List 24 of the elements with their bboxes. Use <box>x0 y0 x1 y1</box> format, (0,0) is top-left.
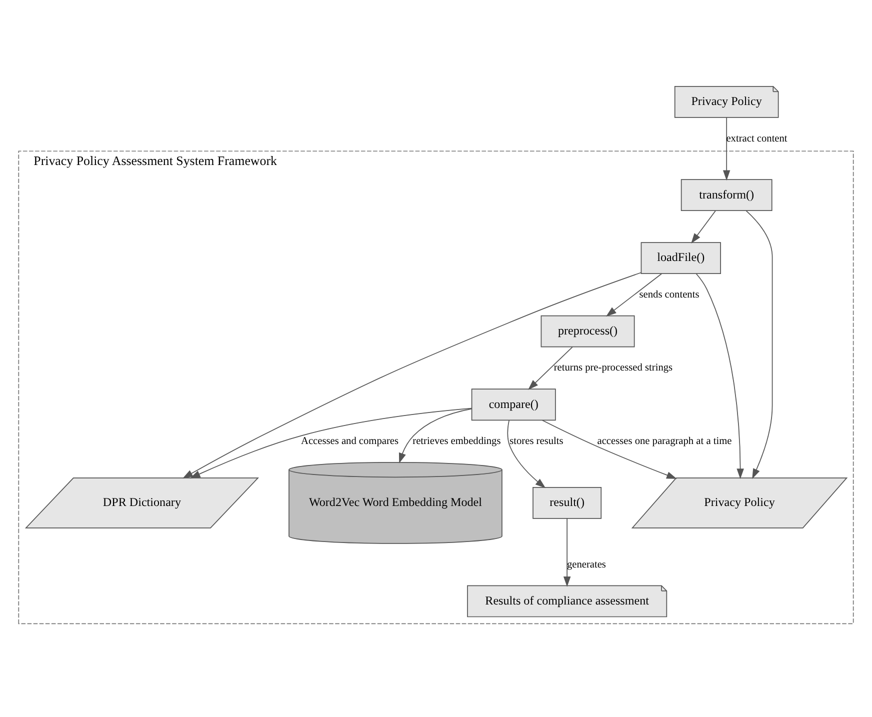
edge-label: retrieves embeddings <box>412 436 501 447</box>
arrow <box>691 210 716 244</box>
node-box: loadFile() <box>640 242 721 274</box>
arrow <box>182 272 642 479</box>
arrow <box>746 210 773 479</box>
edge-label: Accesses and compares <box>301 436 399 447</box>
edge-label: stores results <box>510 436 564 447</box>
edge-label: sends contents <box>639 289 700 300</box>
node-box: compare() <box>471 388 556 421</box>
arrow <box>563 518 571 587</box>
node-box: preprocess() <box>540 315 635 348</box>
node-box: result() <box>532 486 602 519</box>
arrow <box>190 408 472 478</box>
arrow <box>722 117 730 181</box>
edge-label: accesses one paragraph at a time <box>597 436 732 447</box>
arrow <box>507 420 546 488</box>
node-box: transform() <box>680 179 772 212</box>
arrow <box>696 273 744 480</box>
edge-label: returns pre-processed strings <box>554 362 673 374</box>
arrow <box>398 408 472 464</box>
arrow <box>528 346 573 390</box>
arrow <box>606 273 662 316</box>
edge-label: generates <box>566 559 606 570</box>
arrow <box>542 420 677 479</box>
